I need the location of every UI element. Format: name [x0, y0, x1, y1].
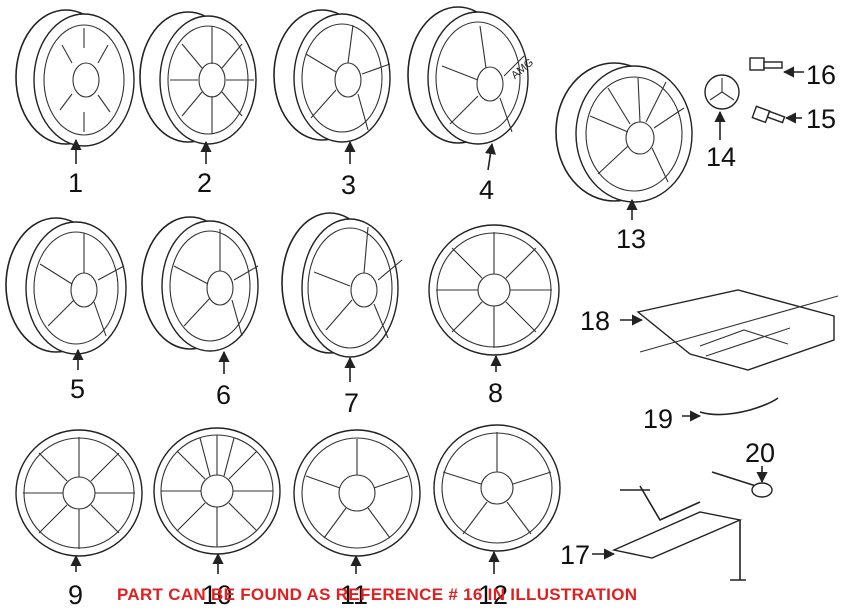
wheel-3 — [273, 9, 391, 143]
callout-2: 2 — [197, 168, 212, 198]
mat-18 — [636, 289, 839, 371]
reference-caption: PART CAN BE FOUND AS REFERENCE # 16 IN I… — [117, 585, 638, 604]
bolt-15 — [751, 105, 786, 124]
emblem-14 — [704, 74, 740, 110]
callout-3: 3 — [341, 170, 356, 200]
callout-1: 1 — [68, 168, 83, 198]
wheel-6 — [141, 216, 259, 352]
callout-15: 15 — [806, 104, 836, 134]
callout-10: 10 — [202, 580, 232, 610]
leader-arrows — [70, 66, 804, 574]
bolt-16 — [749, 57, 783, 71]
wheel-10 — [153, 427, 281, 555]
callout-18: 18 — [580, 306, 610, 336]
wheel-1 — [15, 9, 135, 147]
callout-5: 5 — [70, 374, 85, 404]
callout-numbers: 1 2 3 4 5 6 7 8 9 10 11 12 13 14 15 16 1… — [68, 60, 836, 610]
wheel-5 — [5, 217, 127, 355]
wheel-11 — [293, 429, 421, 557]
wheel-7 — [281, 212, 403, 358]
hose-19 — [699, 397, 779, 416]
wheel-8 — [428, 224, 560, 356]
callout-6: 6 — [216, 380, 231, 410]
callout-7: 7 — [344, 388, 359, 418]
callout-13: 13 — [616, 224, 646, 254]
callout-16: 16 — [806, 60, 836, 90]
wheel-12 — [433, 424, 561, 552]
callout-11: 11 — [340, 580, 368, 610]
callout-17: 17 — [560, 540, 590, 570]
wheel-13 — [555, 62, 693, 203]
wheel-2 — [139, 11, 257, 145]
callout-19: 19 — [643, 404, 673, 434]
jack-17 — [611, 485, 746, 581]
callout-12: 12 — [478, 580, 508, 610]
tool-20 — [711, 471, 773, 498]
callout-20: 20 — [745, 438, 775, 468]
callout-14: 14 — [706, 142, 736, 172]
callout-4: 4 — [479, 175, 494, 205]
wheel-9 — [15, 429, 143, 557]
callout-9: 9 — [68, 580, 83, 610]
wheel-4: AMG — [407, 6, 536, 145]
callout-8: 8 — [488, 378, 503, 408]
